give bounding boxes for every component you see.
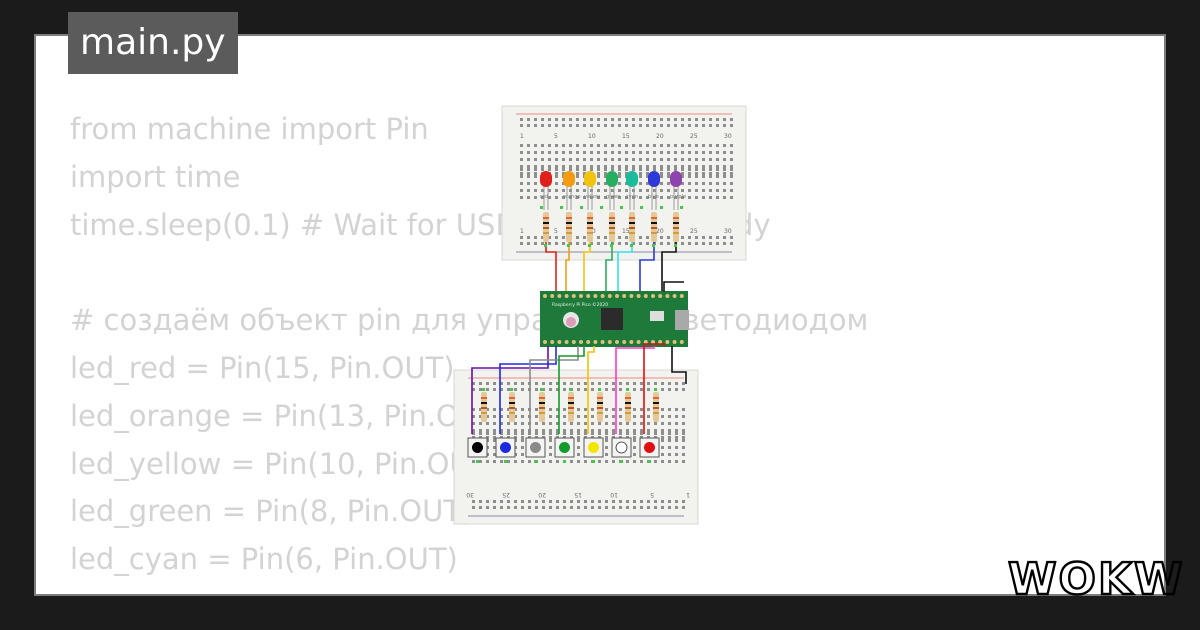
code-line: led_cyan = Pin(6, Pin.OUT) xyxy=(70,542,458,577)
code-line: led_green = Pin(8, Pin.OUT) xyxy=(70,494,473,529)
logo-text: WOKWi xyxy=(1008,554,1184,605)
code-line xyxy=(70,249,868,297)
wokwi-logo: WOKWi xyxy=(1004,548,1200,612)
code-line: led_orange = Pin(13, Pin.OUT) xyxy=(70,398,510,433)
code-panel: from machine import Pin import time time.s… xyxy=(34,34,1166,596)
code-line: from machine import Pin xyxy=(70,112,429,146)
code-line: # создаём объект pin для управления свет… xyxy=(70,303,869,338)
code-line: import time xyxy=(70,159,241,194)
file-tab[interactable]: main.py xyxy=(68,12,238,74)
code-line: led_blue = Pin(3, Pin.OUT) xyxy=(70,584,868,594)
code-line: led_red = Pin(15, Pin.OUT) xyxy=(70,350,455,385)
code-line: time.sleep(0.1) # Wait for USB to become… xyxy=(70,207,771,242)
code-line: led_yellow = Pin(10, Pin.OUT) xyxy=(70,446,500,481)
code-editor[interactable]: from machine import Pin import time time.s… xyxy=(70,106,869,594)
